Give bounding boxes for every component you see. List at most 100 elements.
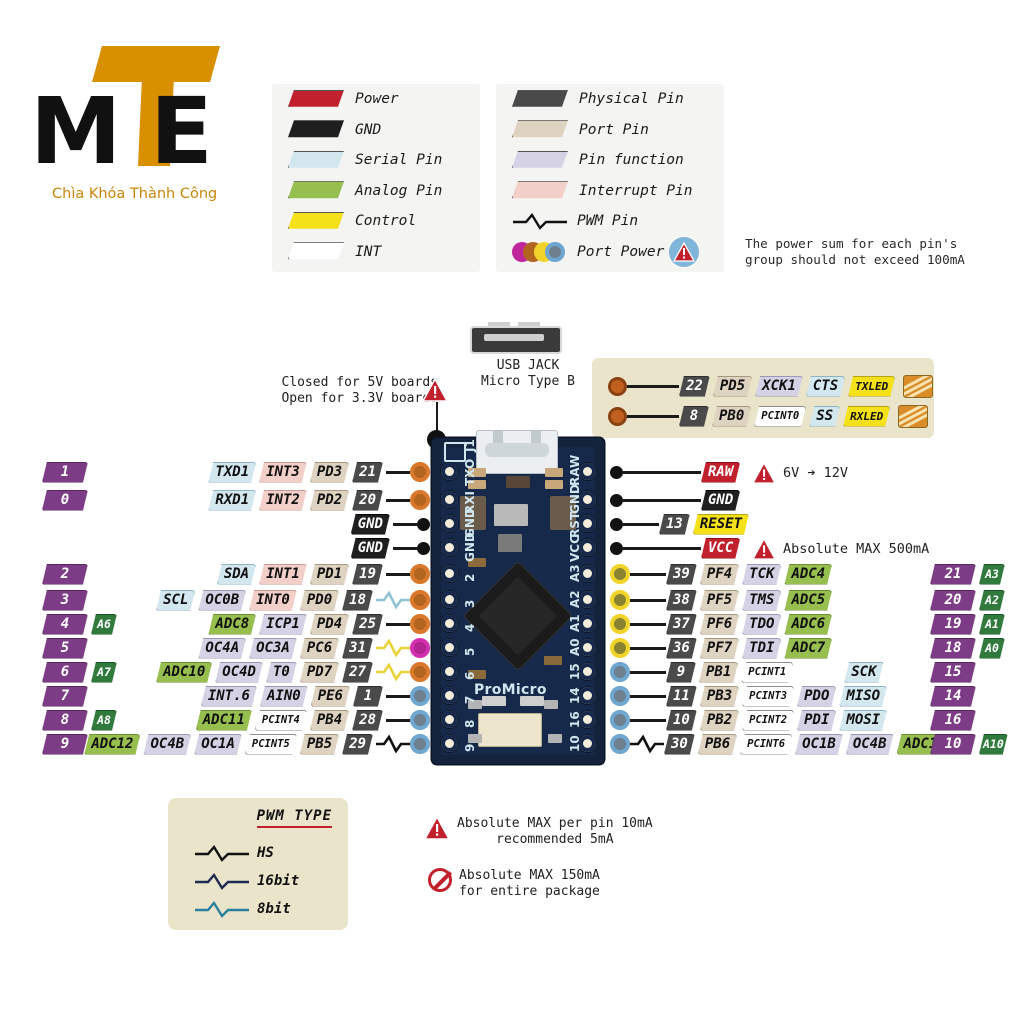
silk-left-4-6: 4 [463, 623, 477, 632]
silk-left-gnd-3: GND [463, 532, 477, 562]
board-pad-right [578, 590, 597, 609]
legend-label: Serial Pin [355, 152, 443, 169]
tag-physical-pin: 27 [342, 662, 373, 683]
legend-item: Physical Pin [496, 84, 724, 115]
pin-dot [610, 564, 630, 584]
lead-line [386, 694, 410, 698]
board-pad-right [578, 490, 597, 509]
board-pad-right [578, 564, 597, 583]
silk-right-a1-6: A1 [568, 614, 582, 632]
silk-right-gnd-1: GND [568, 484, 582, 514]
lead-line [630, 718, 666, 722]
legend-pin-types: Power GND Serial Pin Analog Pin Control … [272, 84, 480, 272]
board-usb-connector [476, 430, 558, 474]
lead-line [386, 718, 410, 722]
legend-label: Power [355, 91, 399, 108]
board-pad-right [578, 538, 597, 557]
legend-swatch-physical-pin [512, 89, 568, 107]
silk-right-15-8: 15 [568, 663, 582, 680]
led-icon [903, 374, 934, 398]
tag-int.6: INT.6 [201, 686, 257, 707]
tag-oc4d: OC4D [215, 662, 263, 683]
pin-dot [417, 541, 430, 555]
pwm-wave-icon [512, 212, 568, 230]
lead-line [386, 470, 410, 474]
pwm-wave-icon [376, 662, 410, 682]
jumper-leader-line [436, 402, 438, 438]
tag-arduino-pin: 16 [930, 710, 976, 731]
tag-pf6: PF6 [700, 614, 739, 635]
legend-item: Serial Pin [272, 145, 480, 176]
tag-icp1: ICP1 [259, 614, 307, 635]
board-pad-right [578, 734, 597, 753]
board-pad-left [440, 462, 459, 481]
tag-pb3: PB3 [700, 686, 739, 707]
board-pad-right [578, 614, 597, 633]
tag-int3: INT3 [259, 462, 307, 483]
pin-note: Absolute MAX 500mA [752, 538, 929, 560]
tag-arduino-pin: 6 [42, 662, 88, 683]
pwm-type-label: HS [257, 845, 274, 861]
tag-vcc: VCC [701, 538, 740, 559]
legend-item: Power [272, 84, 480, 115]
pwm-wave-icon [630, 734, 664, 754]
arduino-pin-number: 3 [42, 588, 91, 612]
pin-dot [610, 465, 623, 479]
tag-physical-pin: 8 [679, 406, 709, 427]
lead-line [623, 470, 701, 474]
tag-adc10: ADC10 [156, 662, 212, 683]
tag-arduino-pin: 0 [42, 490, 88, 511]
tag-analog-alias: A8 [91, 710, 117, 731]
tag-oc1a: OC1A [194, 734, 242, 755]
pwm-type-label: 8bit [257, 901, 291, 917]
tag-scl: SCL [156, 590, 195, 611]
tag-tms: TMS [742, 590, 781, 611]
arduino-pin-number: 5 [42, 636, 91, 660]
legend-swatch-port-pin [512, 120, 568, 138]
tag-miso: MISO [839, 686, 887, 707]
pwm-type-item: 16bit [194, 872, 299, 890]
logo-letter-m: M [30, 78, 122, 185]
tag-t0: T0 [266, 662, 297, 683]
pin-row-right: VCC [610, 536, 743, 560]
tag-pd7: PD7 [300, 662, 339, 683]
pin-dot [610, 710, 630, 730]
legend-label: Port Pin [579, 121, 649, 138]
port-power-icon [512, 241, 568, 262]
lead-line [386, 572, 410, 576]
board-pad-left [440, 564, 459, 583]
warning-per-pin: Absolute MAX per pin 10mA recommended 5m… [424, 816, 653, 849]
tag-analog-alias: A0 [979, 638, 1005, 659]
tag-physical-pin: 1 [353, 686, 383, 707]
tag-arduino-pin: 20 [930, 590, 976, 611]
legend-label: Pin function [579, 152, 684, 169]
board-pad-left [440, 538, 459, 557]
tag-int1: INT1 [259, 564, 307, 585]
legend-item: Control [272, 206, 480, 237]
tag-pcint2: PCINT2 [742, 710, 794, 731]
lead-line [630, 646, 666, 650]
tag-oc4a: OC4A [198, 638, 246, 659]
board-pad-left [440, 614, 459, 633]
tag-physical-pin: 9 [666, 662, 696, 683]
tag-ain0: AIN0 [260, 686, 308, 707]
board-pad-right [578, 686, 597, 705]
board-pad-right [578, 662, 597, 681]
silk-right-raw-0: RAW [568, 454, 582, 486]
board-pad-left [440, 490, 459, 509]
legend-label: Physical Pin [579, 91, 684, 108]
board-pad-right [578, 514, 597, 533]
board-pad-left [440, 662, 459, 681]
tag-txd1: TXD1 [208, 462, 256, 483]
board-pad-right [578, 638, 597, 657]
tag-physical-pin: 30 [664, 734, 695, 755]
tag-physical-pin: 38 [666, 590, 697, 611]
